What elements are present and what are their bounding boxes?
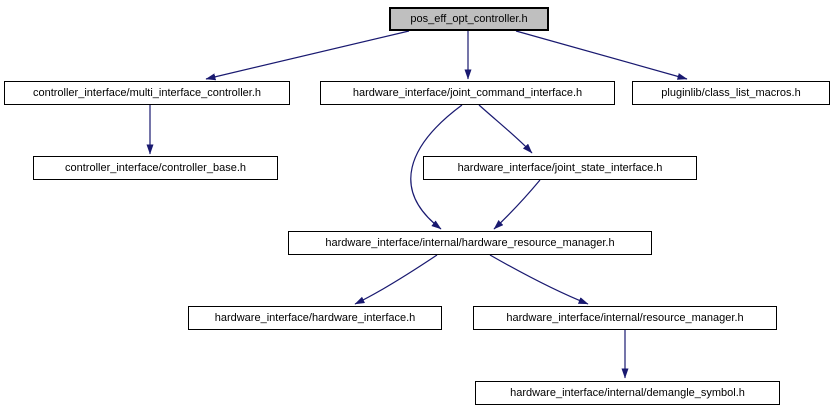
edge-joint-command-interface-to-hardware-resource-manager — [410, 104, 463, 230]
node-multi-interface-controller-h[interactable]: controller_interface/multi_interface_con… — [4, 81, 290, 105]
node-hardware-resource-manager-h[interactable]: hardware_interface/internal/hardware_res… — [288, 231, 652, 255]
node-class-list-macros-h[interactable]: pluginlib/class_list_macros.h — [632, 81, 830, 105]
node-joint-command-interface-h[interactable]: hardware_interface/joint_command_interfa… — [320, 81, 615, 105]
node-controller-base-h[interactable]: controller_interface/controller_base.h — [33, 156, 278, 180]
edge-joint-command-interface-to-joint-state-interface — [478, 104, 533, 154]
edge-joint-state-interface-to-hardware-resource-manager — [493, 179, 541, 230]
node-resource-manager-h[interactable]: hardware_interface/internal/resource_man… — [473, 306, 777, 330]
edge-pos-eff-opt-controller-to-multi-interface-controller — [205, 30, 410, 81]
edge-hardware-resource-manager-to-resource-manager — [489, 254, 589, 305]
node-pos-eff-opt-controller-h: pos_eff_opt_controller.h — [389, 7, 549, 31]
node-demangle-symbol-h[interactable]: hardware_interface/internal/demangle_sym… — [475, 381, 780, 405]
edge-pos-eff-opt-controller-to-class-list-macros — [515, 30, 688, 80]
node-hardware-interface-h[interactable]: hardware_interface/hardware_interface.h — [188, 306, 442, 330]
node-joint-state-interface-h[interactable]: hardware_interface/joint_state_interface… — [423, 156, 697, 180]
edge-hardware-resource-manager-to-hardware-interface — [354, 254, 438, 305]
